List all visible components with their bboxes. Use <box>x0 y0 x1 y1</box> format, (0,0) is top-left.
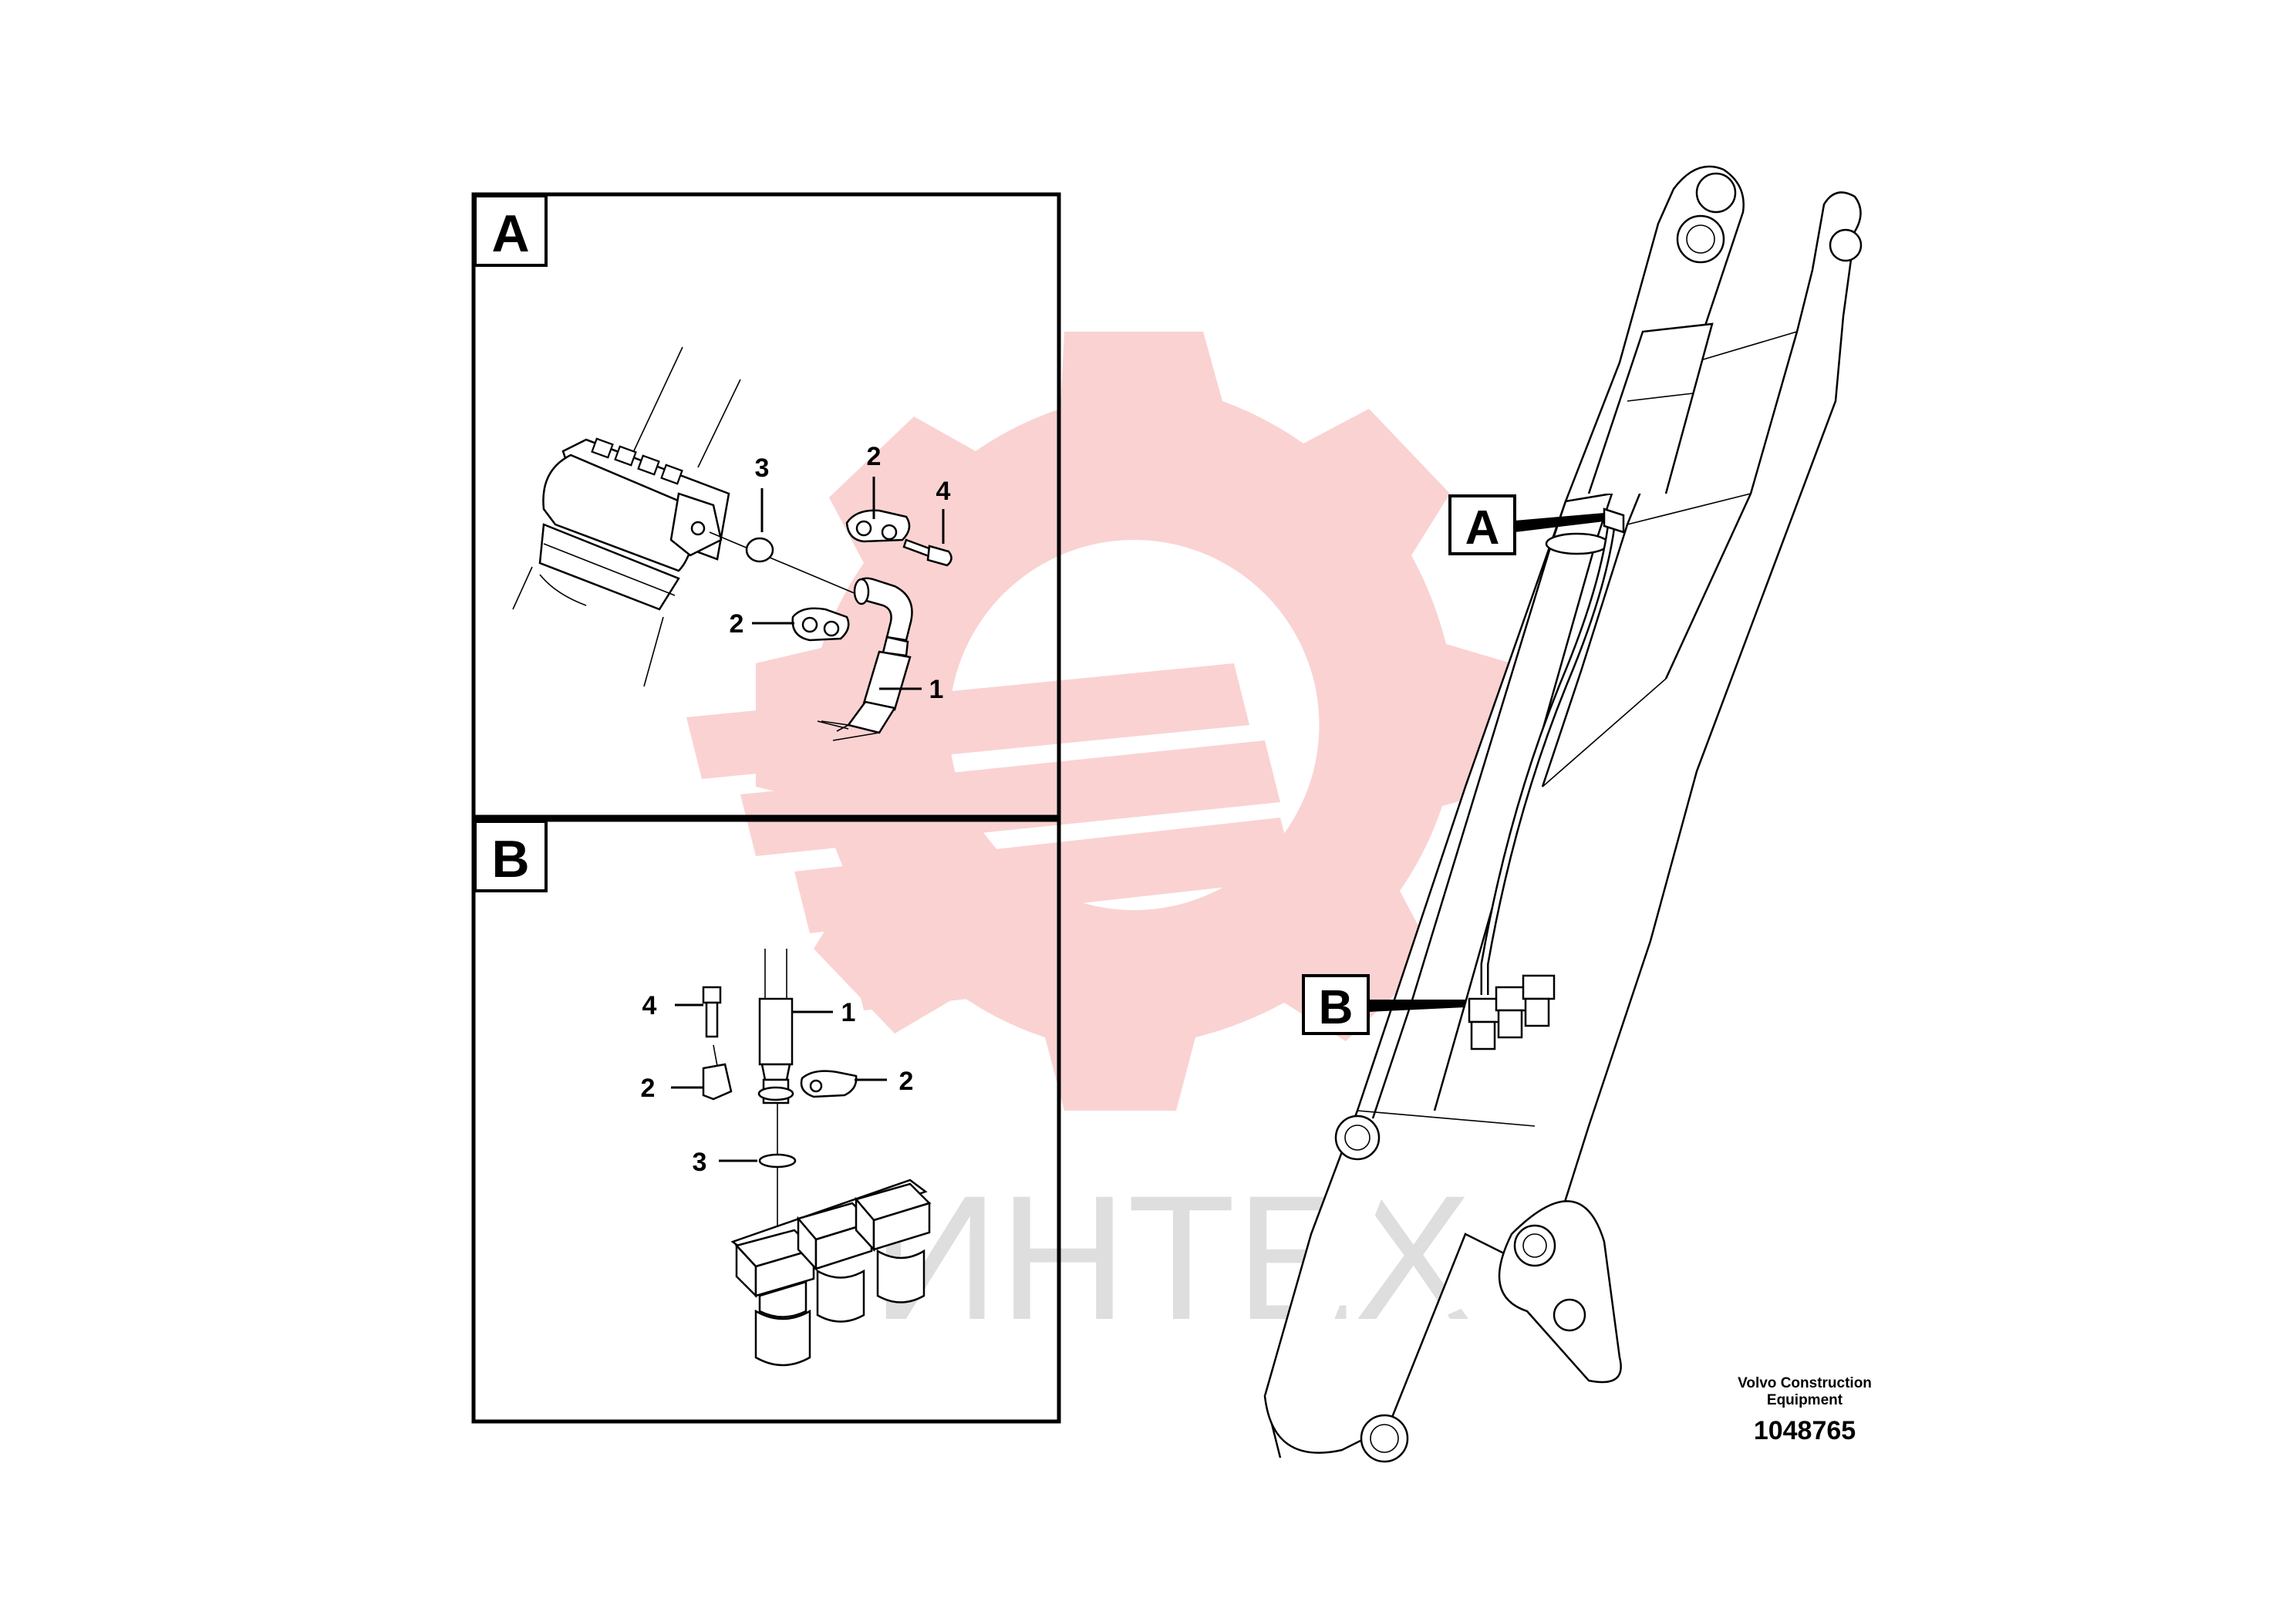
boom-pin-lower <box>1553 1298 1586 1332</box>
panel-a-tag: A <box>491 204 529 263</box>
callout-b-1: 1 <box>841 998 856 1027</box>
watermark-gear-icon <box>756 332 1512 1111</box>
company-name: Volvo Construction <box>1738 1375 1872 1391</box>
clamp-left-b <box>702 1044 733 1101</box>
company-name-line2: Equipment <box>1767 1392 1843 1408</box>
boom-pin-top <box>1676 214 1725 264</box>
boom-pin-cyl <box>1334 1114 1381 1161</box>
boom-pin-foot <box>1360 1414 1409 1463</box>
valve-block-3 <box>854 1182 932 1303</box>
boom-pin-tip <box>1695 172 1737 214</box>
callout-b-4: 4 <box>642 991 657 1020</box>
drawing-number: 1048765 <box>1754 1416 1856 1445</box>
panel-a-tag-box <box>474 194 548 267</box>
callout-b-3: 3 <box>693 1148 707 1177</box>
screw-b <box>702 986 722 1038</box>
callout-b-2-right: 2 <box>899 1067 914 1096</box>
excavator-boom: A B <box>1263 165 1863 1463</box>
o-ring-a <box>745 537 774 563</box>
valve-block-1 <box>734 1229 816 1367</box>
detail-panel-a: A 3 <box>471 192 1061 819</box>
valve-block-2 <box>796 1202 874 1323</box>
clamp-upper-a <box>845 509 911 543</box>
panel-b-frame <box>471 818 1061 1424</box>
panel-b-tag: B <box>491 830 529 889</box>
cylinder-barrel <box>512 346 741 687</box>
panel-b-tag-box <box>474 820 548 892</box>
callout-a-1: 1 <box>929 675 944 704</box>
o-ring-b <box>758 1153 797 1168</box>
clamp-lower-a <box>791 607 850 642</box>
clamp-right-b <box>800 1070 858 1098</box>
watermark-gear-logo <box>686 332 1512 1111</box>
boom-valve-blocks <box>1468 974 1556 1050</box>
valve-block-assembly <box>730 1179 932 1367</box>
callout-a-2-left: 2 <box>730 609 744 639</box>
boom-marker-a: A <box>1448 494 1604 555</box>
screw-a <box>902 538 952 567</box>
detail-panel-b: B 1 4 2 2 <box>471 818 1061 1424</box>
svg-text:A: A <box>1465 501 1500 555</box>
boom-pin-right <box>1829 228 1863 262</box>
hose-elbow-a <box>817 577 913 741</box>
callout-a-4: 4 <box>936 477 951 506</box>
callout-b-2-left: 2 <box>641 1074 656 1103</box>
boom-pin-mid <box>1513 1224 1556 1267</box>
panel-a-frame <box>471 192 1061 819</box>
svg-text:B: B <box>1319 981 1354 1034</box>
callout-a-2-top: 2 <box>867 442 882 471</box>
drawing-info: Volvo Construction Equipment 1048765 <box>1738 1375 1872 1445</box>
callout-a-3: 3 <box>755 454 770 483</box>
boom-marker-b: B <box>1302 974 1465 1035</box>
hose-b <box>757 949 794 1104</box>
